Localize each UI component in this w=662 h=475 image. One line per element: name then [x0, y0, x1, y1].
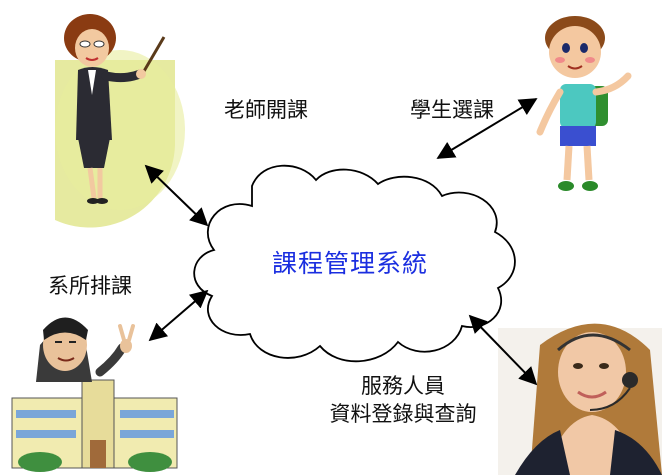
- staff-label-line2: 資料登錄與查詢: [329, 402, 477, 426]
- headset-operator-icon: [498, 323, 662, 475]
- department-label: 系所排課: [48, 274, 132, 298]
- staff-label-line1: 服務人員: [361, 374, 445, 398]
- arrow-staff-system: [468, 314, 538, 386]
- arrow-department-system: [148, 289, 209, 342]
- arrow-teacher-system: [144, 164, 209, 227]
- teacher-with-pointer-icon: [55, 14, 185, 228]
- system-label: 課程管理系統: [272, 249, 429, 278]
- administrator-with-building-icon: [11, 317, 178, 472]
- student-label: 學生選課: [410, 98, 494, 122]
- student-with-backpack-icon: [536, 16, 632, 191]
- arrow-student-system: [436, 98, 538, 159]
- teacher-label: 老師開課: [224, 98, 308, 122]
- staff-label: 服務人員 資料登錄與查詢: [318, 372, 488, 428]
